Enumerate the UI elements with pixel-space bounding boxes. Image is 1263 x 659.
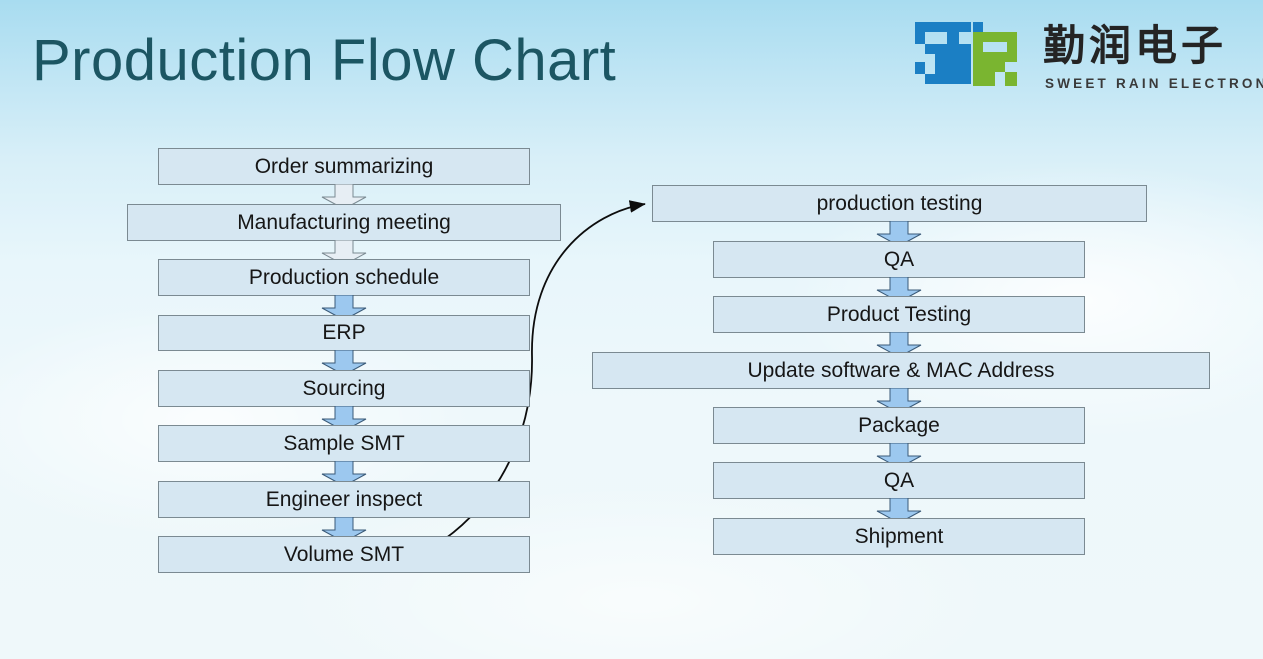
flow-node-label: Volume SMT (283, 542, 405, 566)
flow-node-manufacturing-meeting[interactable]: Manufacturing meeting (127, 204, 561, 241)
block-arrow-down-icon (876, 332, 922, 358)
flow-node-label: Production schedule (248, 265, 440, 289)
flow-node-label: QA (883, 247, 915, 271)
flow-node-erp[interactable]: ERP (158, 315, 530, 351)
flow-node-production-schedule[interactable]: Production schedule (158, 259, 530, 296)
flow-node-label: Shipment (854, 524, 944, 548)
flow-node-production-testing[interactable]: production testing (652, 185, 1147, 222)
flow-node-label: QA (883, 468, 915, 492)
flow-node-label: Manufacturing meeting (237, 210, 451, 234)
block-arrow-down-icon (876, 498, 922, 524)
flow-node-label: production testing (816, 191, 983, 215)
flow-node-sourcing[interactable]: Sourcing (158, 370, 530, 407)
flow-node-shipment[interactable]: Shipment (713, 518, 1085, 555)
flow-node-label: Update software & MAC Address (747, 358, 1055, 382)
flow-node-label: Order summarizing (254, 154, 434, 178)
page-title: Production Flow Chart (32, 28, 617, 93)
flow-node-sample-smt[interactable]: Sample SMT (158, 425, 530, 462)
flow-node-label: ERP (322, 321, 366, 344)
block-arrow-down-icon (876, 221, 922, 247)
flow-node-label: Package (858, 413, 940, 437)
flow-node-package[interactable]: Package (713, 407, 1085, 444)
company-name-en: SWEET RAIN ELECTRONICS (1045, 76, 1263, 91)
sr-monogram-icon (915, 22, 1017, 86)
company-name-cn: 勤润电子 (1043, 22, 1228, 69)
flow-node-label: Sample SMT (283, 431, 405, 455)
flow-node-label: Sourcing (302, 376, 386, 400)
flow-node-product-testing[interactable]: Product Testing (713, 296, 1085, 333)
flow-node-label: Product Testing (826, 302, 972, 326)
block-arrow-down-icon (321, 184, 367, 210)
company-logo: 勤润电子 SWEET RAIN ELECTRONICS (911, 14, 1263, 102)
block-arrow-down-icon (321, 461, 367, 487)
flow-node-volume-smt[interactable]: Volume SMT (158, 536, 530, 573)
flow-node-update-software-mac-address[interactable]: Update software & MAC Address (592, 352, 1210, 389)
block-arrow-down-icon (321, 295, 367, 321)
flow-node-qa-1[interactable]: QA (713, 241, 1085, 278)
flow-node-qa-2[interactable]: QA (713, 462, 1085, 499)
block-arrow-down-icon (321, 350, 367, 376)
flow-node-engineer-inspect[interactable]: Engineer inspect (158, 481, 530, 518)
flow-node-label: Engineer inspect (265, 487, 423, 511)
flow-node-order-summarizing[interactable]: Order summarizing (158, 148, 530, 185)
